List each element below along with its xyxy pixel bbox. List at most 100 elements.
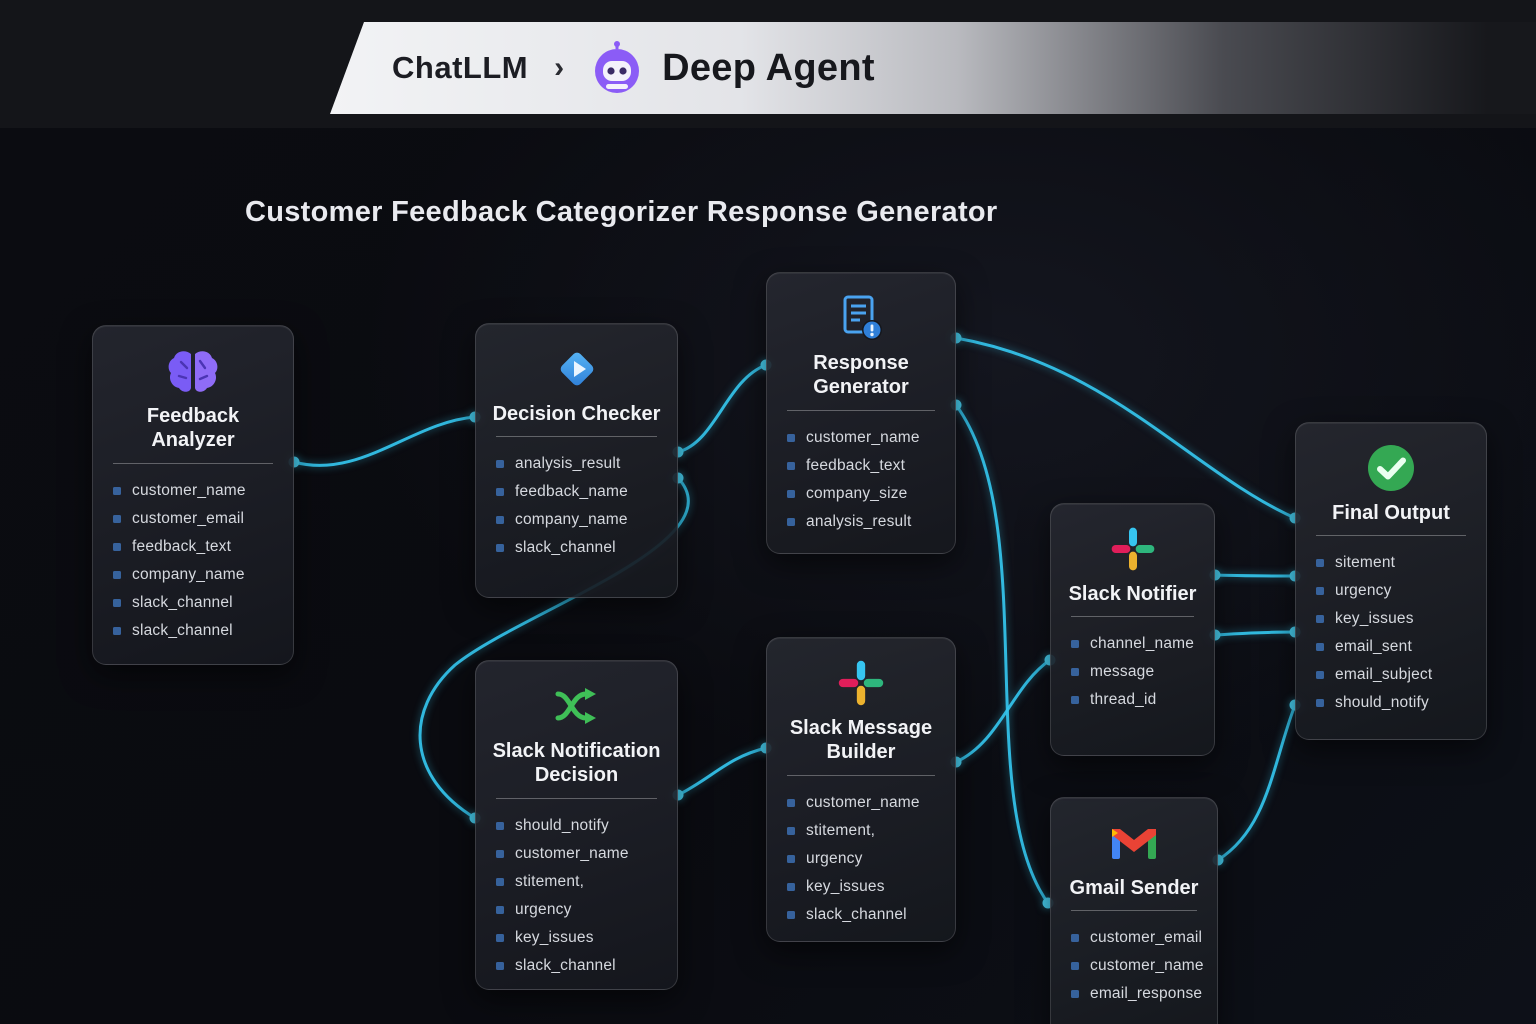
field-bullet bbox=[787, 854, 795, 863]
node-feedback-analyzer[interactable]: Feedback Analyzer customer_name customer… bbox=[92, 325, 294, 665]
node-gmail-sender[interactable]: Gmail Sender customer_email customer_nam… bbox=[1050, 797, 1218, 1024]
field-bullet bbox=[787, 826, 795, 835]
node-slack-notifier[interactable]: Slack Notifier channel_name message thre… bbox=[1050, 503, 1215, 756]
decision-diamond-icon bbox=[490, 340, 663, 398]
field-bullet bbox=[1071, 696, 1079, 705]
field-bullet bbox=[1316, 615, 1324, 624]
field-label: slack_channel bbox=[515, 956, 616, 974]
field-label: should_notify bbox=[1335, 694, 1429, 712]
field-row: customer_name bbox=[113, 482, 273, 500]
field-label: customer_name bbox=[515, 844, 629, 862]
divider bbox=[496, 436, 657, 438]
field-bullet bbox=[1316, 559, 1324, 568]
field-row: slack_channel bbox=[496, 957, 657, 975]
node-final-output[interactable]: Final Output sitement urgency key_issues… bbox=[1295, 422, 1487, 740]
field-bullet bbox=[496, 849, 504, 858]
field-row: customer_name bbox=[496, 845, 657, 863]
field-label: feedback_name bbox=[515, 483, 628, 501]
field-bullet bbox=[113, 514, 121, 523]
field-label: customer_email bbox=[1090, 929, 1203, 947]
field-row: key_issues bbox=[496, 929, 657, 947]
robot-icon bbox=[590, 41, 644, 95]
field-list: customer_name customer_email feedback_te… bbox=[107, 468, 279, 640]
field-label: slack_channel bbox=[132, 621, 233, 639]
field-bullet bbox=[496, 544, 504, 553]
field-label: slack_channel bbox=[806, 905, 907, 923]
field-row: slack_channel bbox=[496, 539, 657, 557]
node-title: Gmail Sender bbox=[1069, 877, 1199, 899]
field-bullet bbox=[113, 486, 121, 495]
field-label: stitement, bbox=[806, 821, 876, 839]
breadcrumb-brand[interactable]: ChatLLM bbox=[392, 50, 529, 85]
field-row: customer_name bbox=[787, 429, 935, 447]
field-label: channel_name bbox=[1090, 635, 1195, 653]
node-title: Slack Message Builder bbox=[789, 717, 933, 764]
field-row: analysis_result bbox=[787, 513, 935, 531]
field-bullet bbox=[496, 516, 504, 525]
field-list: should_notify customer_name stitement, u… bbox=[490, 803, 663, 975]
field-label: email_sent bbox=[1335, 638, 1412, 656]
field-label: should_notify bbox=[515, 816, 609, 834]
field-bullet bbox=[1071, 962, 1079, 971]
breadcrumb: ChatLLM › Deep Agent bbox=[330, 22, 1536, 114]
field-row: feedback_name bbox=[496, 483, 657, 501]
divider bbox=[1316, 535, 1466, 537]
field-bullet bbox=[787, 461, 795, 470]
field-label: company_name bbox=[515, 511, 628, 529]
field-list: customer_email customer_name email_respo… bbox=[1065, 915, 1204, 1003]
node-title: Slack Notification Decision bbox=[492, 740, 661, 787]
field-row: feedback_text bbox=[787, 457, 935, 475]
field-list: sitement urgency key_issues email_sent e… bbox=[1310, 540, 1472, 712]
field-row: slack_channel bbox=[113, 622, 273, 640]
field-row: sitement bbox=[1316, 554, 1466, 572]
divider bbox=[1071, 910, 1197, 912]
field-bullet bbox=[1316, 643, 1324, 652]
node-response-generator[interactable]: Response Generator customer_name feedbac… bbox=[766, 272, 956, 554]
field-row: company_size bbox=[787, 485, 935, 503]
field-row: urgency bbox=[787, 850, 935, 868]
divider bbox=[1071, 616, 1194, 618]
brain-icon bbox=[107, 342, 279, 400]
field-list: channel_name message thread_id bbox=[1065, 621, 1200, 709]
field-label: key_issues bbox=[1335, 610, 1414, 628]
node-slack-notification-decision[interactable]: Slack Notification Decision should_notif… bbox=[475, 660, 678, 990]
field-bullet bbox=[496, 905, 504, 914]
field-row: message bbox=[1071, 663, 1194, 681]
field-bullet bbox=[787, 433, 795, 442]
chevron-right-icon: › bbox=[554, 51, 565, 84]
node-decision-checker[interactable]: Decision Checker analysis_result feedbac… bbox=[475, 323, 678, 598]
field-label: thread_id bbox=[1090, 691, 1157, 709]
field-bullet bbox=[787, 910, 795, 919]
divider bbox=[787, 409, 935, 411]
field-row: urgency bbox=[1316, 582, 1466, 600]
branch-icon bbox=[490, 677, 663, 735]
field-row: customer_name bbox=[787, 794, 935, 812]
field-row: customer_email bbox=[113, 510, 273, 528]
field-row: stitement, bbox=[787, 822, 935, 840]
field-bullet bbox=[1316, 671, 1324, 680]
divider bbox=[113, 462, 273, 464]
field-bullet bbox=[1316, 587, 1324, 596]
field-list: analysis_result feedback_name company_na… bbox=[490, 441, 663, 557]
field-label: feedback_text bbox=[806, 456, 906, 474]
field-label: key_issues bbox=[515, 928, 594, 946]
node-title: Final Output bbox=[1332, 502, 1450, 524]
field-label: feedback_text bbox=[132, 537, 232, 555]
header-bar: ChatLLM › Deep Agent bbox=[0, 0, 1536, 128]
field-row: should_notify bbox=[1316, 694, 1466, 712]
node-title: Slack Notifier bbox=[1068, 583, 1197, 605]
field-row: stitement, bbox=[496, 873, 657, 891]
field-row: should_notify bbox=[496, 817, 657, 835]
field-bullet bbox=[787, 489, 795, 498]
field-row: channel_name bbox=[1071, 635, 1194, 653]
check-icon bbox=[1310, 439, 1472, 497]
node-slack-message-builder[interactable]: Slack Message Builder customer_name stit… bbox=[766, 637, 956, 942]
field-row: slack_channel bbox=[787, 906, 935, 924]
field-bullet bbox=[1071, 668, 1079, 677]
field-bullet bbox=[496, 821, 504, 830]
node-title: Decision Checker bbox=[492, 403, 661, 425]
field-row: company_name bbox=[496, 511, 657, 529]
field-row: company_name bbox=[113, 566, 273, 584]
field-bullet bbox=[496, 877, 504, 886]
